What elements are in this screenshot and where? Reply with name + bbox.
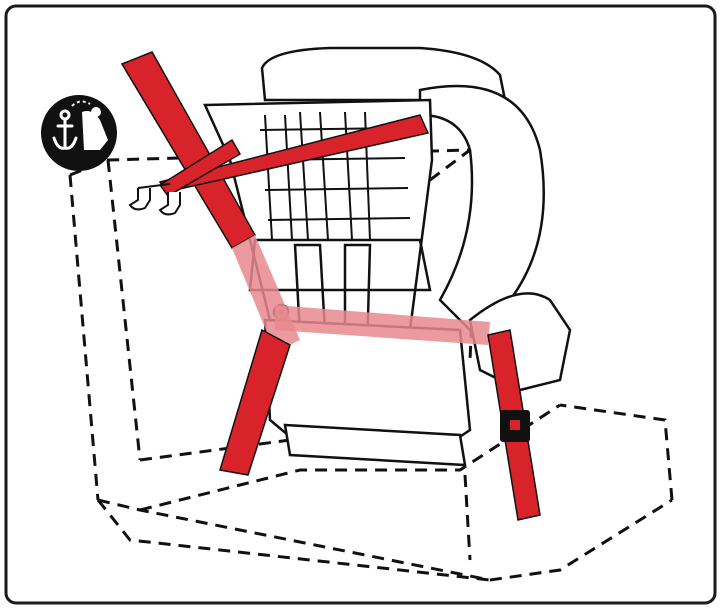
vehicle-backrest-base bbox=[139, 438, 291, 462]
seat-glyph bbox=[82, 107, 108, 150]
vehicle-backrest-inner-edge bbox=[106, 159, 142, 461]
diagonal-belt-lower bbox=[219, 328, 291, 476]
vehicle-backrest-left-edge bbox=[68, 174, 100, 501]
anchor-point-right bbox=[158, 192, 181, 216]
rail-lines bbox=[264, 111, 371, 241]
buckle-button bbox=[510, 420, 520, 430]
child-seat-base-foot bbox=[283, 423, 467, 467]
vehicle-cushion-front bbox=[97, 498, 673, 582]
vehicle-cushion-divider bbox=[463, 474, 472, 561]
anchor-pointer-arrows bbox=[158, 114, 430, 197]
child-seat-rails bbox=[259, 111, 411, 241]
vehicle-cushion-lower bbox=[96, 499, 491, 582]
seatbelt-buckle-icon bbox=[500, 410, 530, 442]
anchor-point-bar bbox=[137, 183, 171, 189]
vehicle-cushion-right bbox=[559, 403, 674, 501]
vehicle-headrest-edge bbox=[429, 148, 471, 182]
rail-crossbars bbox=[259, 127, 411, 221]
badge-motion-arc bbox=[71, 100, 91, 107]
vehicle-anchor-points-icon bbox=[128, 183, 181, 216]
anchor-glyph bbox=[52, 109, 78, 150]
anchor-arrow-lower bbox=[158, 138, 242, 197]
lap-belt bbox=[275, 305, 490, 345]
badge-circle bbox=[41, 95, 117, 171]
anchor-point-left bbox=[128, 188, 151, 211]
anchor-seat-icon bbox=[41, 95, 117, 171]
